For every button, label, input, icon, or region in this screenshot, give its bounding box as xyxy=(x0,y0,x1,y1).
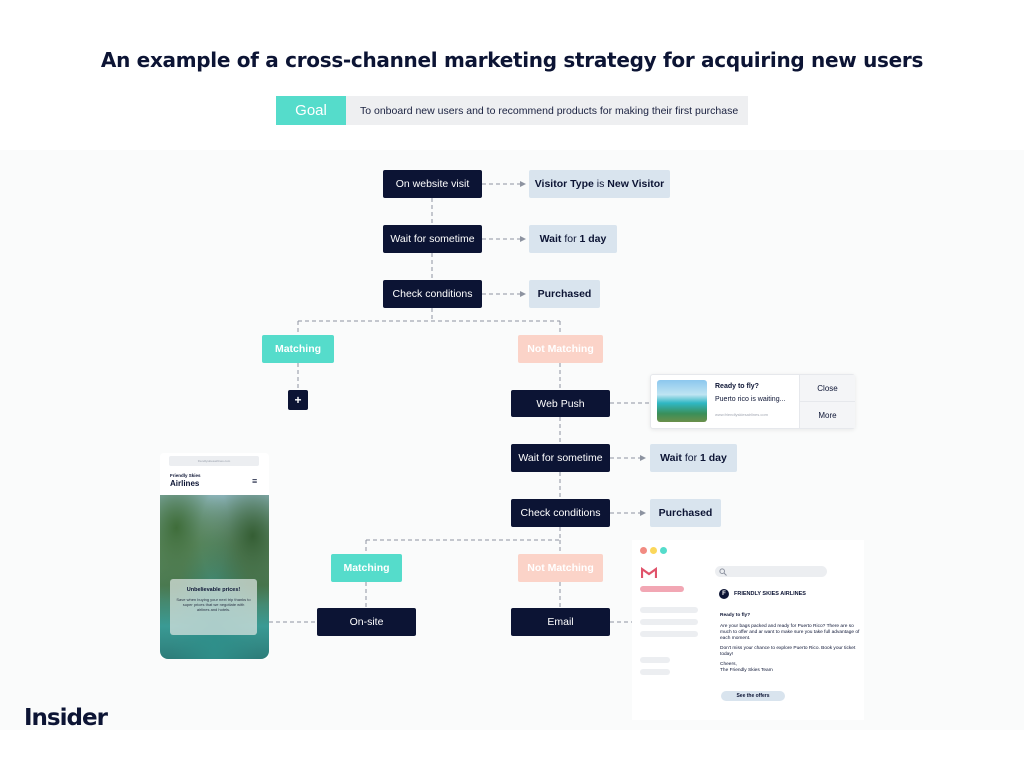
mail-folder-item[interactable] xyxy=(640,631,698,637)
mail-folder-item[interactable] xyxy=(640,619,698,625)
flow-step-website-visit[interactable]: On website visit xyxy=(383,170,482,198)
branch-not-matching[interactable]: Not Matching xyxy=(518,335,603,363)
mail-folder-item[interactable] xyxy=(640,657,670,663)
phone-brand: Airlines xyxy=(170,479,200,488)
flow-step-check-conditions[interactable]: Check conditions xyxy=(383,280,482,308)
tropical-hero-image: Unbelievable prices! Save when buying yo… xyxy=(160,495,269,659)
gmail-icon xyxy=(641,567,657,578)
phone-brand-small: Friendly Skies xyxy=(170,473,201,478)
push-more-button[interactable]: More xyxy=(800,401,855,428)
condition-op: for xyxy=(681,452,700,464)
email-paragraph-2: Don't miss your chance to explore Puerto… xyxy=(720,646,856,657)
arrow-head xyxy=(520,291,526,297)
condition-op: for xyxy=(561,233,580,245)
condition-op: is xyxy=(593,178,608,190)
add-step-button[interactable]: + xyxy=(288,390,308,410)
push-title: Ready to fly? xyxy=(715,383,759,390)
arrow-head xyxy=(520,236,526,242)
window-dot-yellow xyxy=(650,547,657,554)
email-signoff: Cheers, xyxy=(720,662,737,667)
hamburger-menu-icon[interactable]: ≡ xyxy=(252,476,258,486)
email-paragraph-1: Are your bags packed and ready for Puert… xyxy=(720,624,860,641)
flow-step-wait[interactable]: Wait for sometime xyxy=(383,225,482,253)
window-dot-red xyxy=(640,547,647,554)
arrow-head xyxy=(520,181,526,187)
branch-matching[interactable]: Matching xyxy=(262,335,334,363)
onsite-phone-preview: friendlyskiesairlines.com Friendly Skies… xyxy=(160,453,269,659)
condition-purchased: Purchased xyxy=(529,280,600,308)
flow-step-email[interactable]: Email xyxy=(511,608,610,636)
condition-value: 1 day xyxy=(700,452,727,464)
push-body: Puerto rico is waiting... xyxy=(715,396,786,403)
condition-key: Wait xyxy=(660,452,682,464)
email-search-input[interactable] xyxy=(715,566,827,577)
flow-step-onsite[interactable]: On-site xyxy=(317,608,416,636)
email-sender: FRIENDLY SKIES AIRLINES xyxy=(734,591,806,597)
web-push-preview: Ready to fly? Puerto rico is waiting... … xyxy=(650,374,855,429)
condition-visitor-type: Visitor Type is New Visitor xyxy=(529,170,670,198)
promo-overlay: Unbelievable prices! Save when buying yo… xyxy=(170,579,257,635)
insider-logo: Insider xyxy=(24,705,108,731)
search-icon xyxy=(719,568,727,576)
condition-purchased-2: Purchased xyxy=(650,499,721,527)
flow-step-web-push[interactable]: Web Push xyxy=(511,390,610,417)
push-actions: Close More xyxy=(799,375,855,428)
see-offers-button[interactable]: See the offers xyxy=(721,691,785,701)
mail-folder-item[interactable] xyxy=(640,669,670,675)
brand-logo-icon: F xyxy=(719,589,729,599)
branch-not-matching-2[interactable]: Not Matching xyxy=(518,554,603,582)
push-close-button[interactable]: Close xyxy=(817,383,838,393)
condition-key: Visitor Type xyxy=(534,178,594,190)
arrow-head xyxy=(640,455,646,461)
condition-value: New Visitor xyxy=(607,178,665,190)
flow-step-check-conditions-2[interactable]: Check conditions xyxy=(511,499,610,527)
condition-wait-2: Wait for 1 day xyxy=(650,444,737,472)
promo-headline: Unbelievable prices! xyxy=(186,587,241,593)
goal-label: Goal xyxy=(276,96,346,125)
promo-body: Save when buying your next trip thanks t… xyxy=(176,597,251,612)
flow-step-wait-2[interactable]: Wait for sometime xyxy=(511,444,610,472)
branch-matching-2[interactable]: Matching xyxy=(331,554,402,582)
page-title: An example of a cross-channel marketing … xyxy=(100,48,924,72)
goal-text: To onboard new users and to recommend pr… xyxy=(346,96,748,125)
phone-url-bar: friendlyskiesairlines.com xyxy=(169,456,259,466)
email-signature: The Friendly Skies Team xyxy=(720,668,773,673)
push-url: www.friendlyskiesairlines.com xyxy=(715,412,768,417)
condition-wait: Wait for 1 day xyxy=(529,225,617,253)
condition-value: 1 day xyxy=(579,233,607,245)
window-dot-green xyxy=(660,547,667,554)
beach-image xyxy=(657,380,707,422)
arrow-head xyxy=(640,510,646,516)
mail-folder-item[interactable] xyxy=(640,607,698,613)
compose-button[interactable] xyxy=(640,586,684,592)
email-subject: Ready to fly? xyxy=(720,613,751,618)
condition-key: Wait xyxy=(539,233,562,245)
